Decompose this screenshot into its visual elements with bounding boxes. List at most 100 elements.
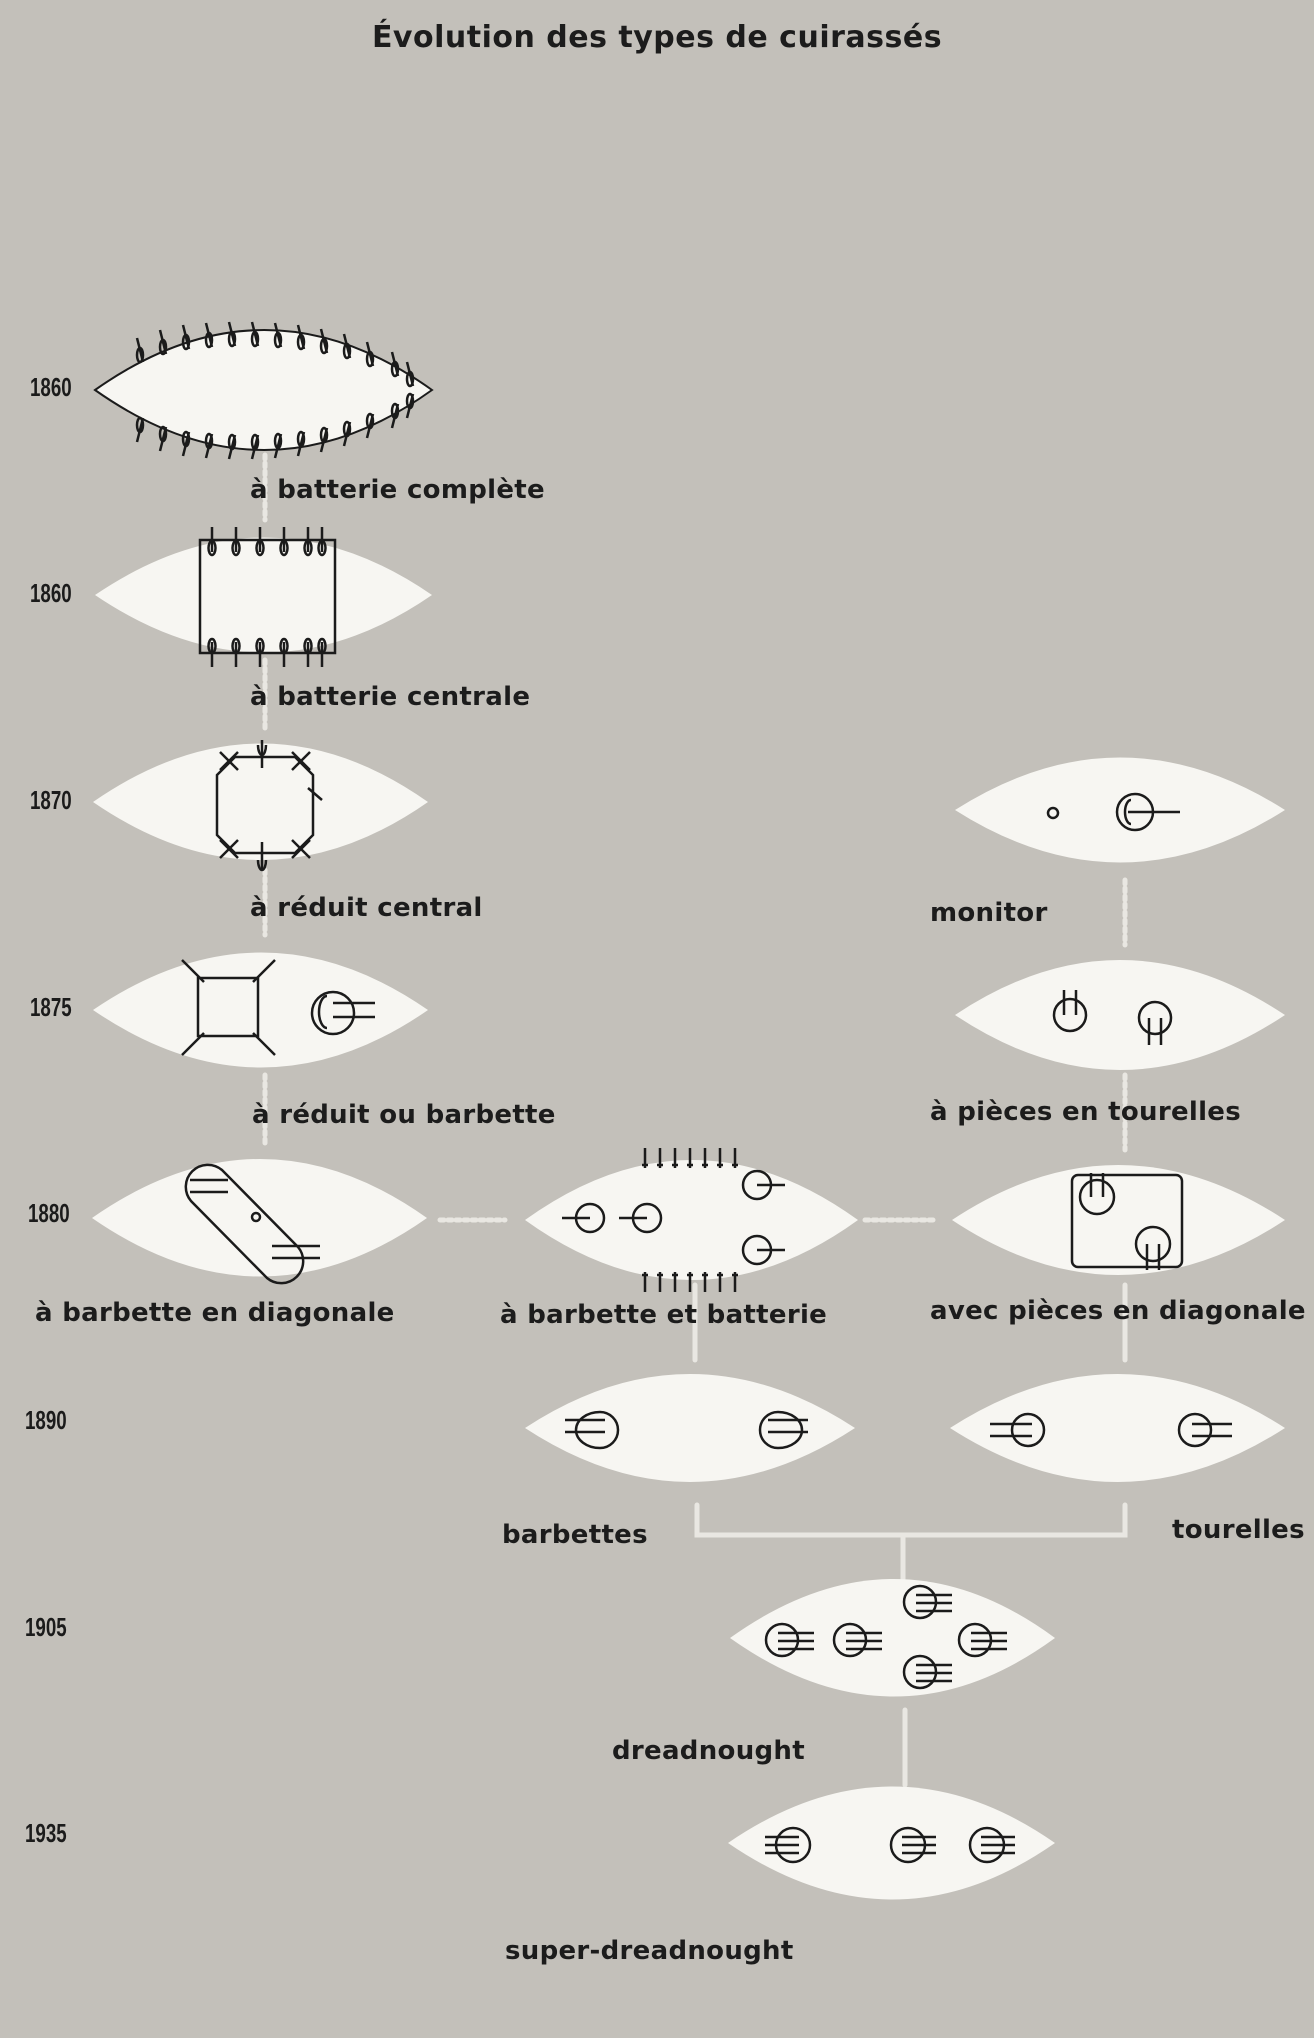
gun-mark	[231, 539, 241, 557]
gun-mark	[846, 1631, 882, 1651]
label-batterie-complete: à batterie complète	[250, 475, 545, 505]
gun-mark	[204, 331, 214, 349]
label-pieces-diagonale: avec pièces en diagonale	[930, 1296, 1306, 1326]
gun-mark	[405, 370, 415, 388]
label-dreadnought: dreadnought	[612, 1736, 805, 1766]
gun-mark	[916, 1663, 952, 1683]
year-label: 1860	[30, 578, 72, 608]
ship-batterie-centrale	[95, 527, 432, 667]
ship-reduit-central	[93, 740, 428, 872]
page-title: Évolution des types de cuirassés	[371, 20, 943, 55]
hull	[93, 329, 434, 451]
gun-mark	[250, 330, 260, 348]
gun-mark	[181, 430, 191, 448]
hull	[955, 757, 1285, 863]
label-pieces-tourelles: à pièces en tourelles	[930, 1097, 1242, 1127]
guns	[562, 1148, 785, 1292]
guns	[1070, 1173, 1184, 1270]
guns	[1046, 792, 1180, 832]
year-label: 1875	[30, 992, 72, 1022]
ship-barbette-diagonale	[92, 1159, 427, 1285]
gun-mark	[279, 539, 289, 557]
ship-pieces-tourelles	[955, 960, 1285, 1070]
guns	[135, 321, 415, 460]
ship-barbettes	[525, 1374, 855, 1482]
redoubt	[215, 755, 315, 855]
gun-mark	[279, 637, 289, 655]
hull	[952, 1165, 1285, 1275]
hull	[955, 960, 1285, 1070]
guns	[219, 740, 323, 872]
label-barbette-diagonale: à barbette en diagonale	[35, 1298, 395, 1328]
gun-mark	[365, 350, 375, 368]
year-label: 1870	[30, 785, 72, 815]
gun-mark	[319, 337, 329, 355]
gun-mark	[981, 1835, 1015, 1855]
gun-mark	[405, 392, 415, 410]
ship-monitor	[955, 757, 1285, 863]
year-label: 1905	[25, 1612, 67, 1642]
hull	[525, 1374, 855, 1482]
gun-mark	[319, 426, 329, 444]
battery-box	[198, 538, 337, 655]
gun-mark	[135, 346, 145, 364]
guns	[765, 1826, 1015, 1864]
label-barbette-batterie: à barbette et batterie	[500, 1300, 828, 1330]
gun-mark	[390, 402, 400, 420]
gun-mark	[227, 433, 237, 451]
gun-mark	[778, 1631, 814, 1651]
gun-mark	[296, 333, 306, 351]
hull	[95, 537, 432, 653]
guns	[181, 959, 375, 1056]
label-reduit-central: à réduit central	[250, 893, 483, 923]
gun-mark	[207, 539, 217, 557]
gun-mark	[231, 637, 241, 655]
year-label: 1880	[28, 1198, 70, 1228]
gun-mark	[365, 412, 375, 430]
gun-mark	[971, 1631, 1007, 1651]
gun-mark	[342, 342, 352, 360]
ship-pieces-diagonale	[952, 1165, 1285, 1275]
guns	[565, 1410, 808, 1450]
gun-mark	[303, 637, 313, 655]
year-label: 1935	[25, 1818, 67, 1848]
gun-mark	[916, 1593, 952, 1613]
gun-mark	[204, 432, 214, 450]
ship-super-dreadnought	[728, 1786, 1055, 1900]
gun-mark	[317, 539, 327, 557]
guns	[990, 1412, 1232, 1448]
ship-reduit-barbette	[93, 952, 428, 1068]
guns	[184, 1163, 320, 1285]
gun-mark	[255, 637, 265, 655]
connectors	[262, 452, 1128, 1788]
year-label: 1890	[25, 1405, 67, 1435]
gun-mark	[342, 420, 352, 438]
gun-mark	[902, 1835, 936, 1855]
guns	[207, 527, 327, 667]
gun-mark	[317, 637, 327, 655]
gun-mark	[227, 330, 237, 348]
gun-mark	[207, 637, 217, 655]
gun-mark	[158, 425, 168, 443]
redoubt	[196, 976, 260, 1038]
gun-mark	[303, 539, 313, 557]
guns	[1052, 990, 1173, 1045]
label-tourelles: tourelles	[1172, 1515, 1305, 1545]
gun-mark	[273, 432, 283, 450]
hull	[950, 1374, 1285, 1482]
hull	[93, 952, 428, 1068]
gun-mark	[181, 333, 191, 351]
ship-batterie-complete	[93, 321, 434, 460]
connector-11	[694, 1502, 1128, 1538]
gun-mark	[158, 338, 168, 356]
gun-mark	[135, 416, 145, 434]
label-barbettes: barbettes	[502, 1520, 648, 1550]
label-super-dreadnought: super-dreadnought	[505, 1936, 794, 1966]
gun-mark	[255, 539, 265, 557]
hull	[93, 743, 428, 860]
ship-dreadnought	[730, 1579, 1055, 1697]
gun-mark	[765, 1835, 799, 1855]
label-reduit-barbette: à réduit ou barbette	[252, 1100, 556, 1130]
gun-mark	[250, 433, 260, 451]
